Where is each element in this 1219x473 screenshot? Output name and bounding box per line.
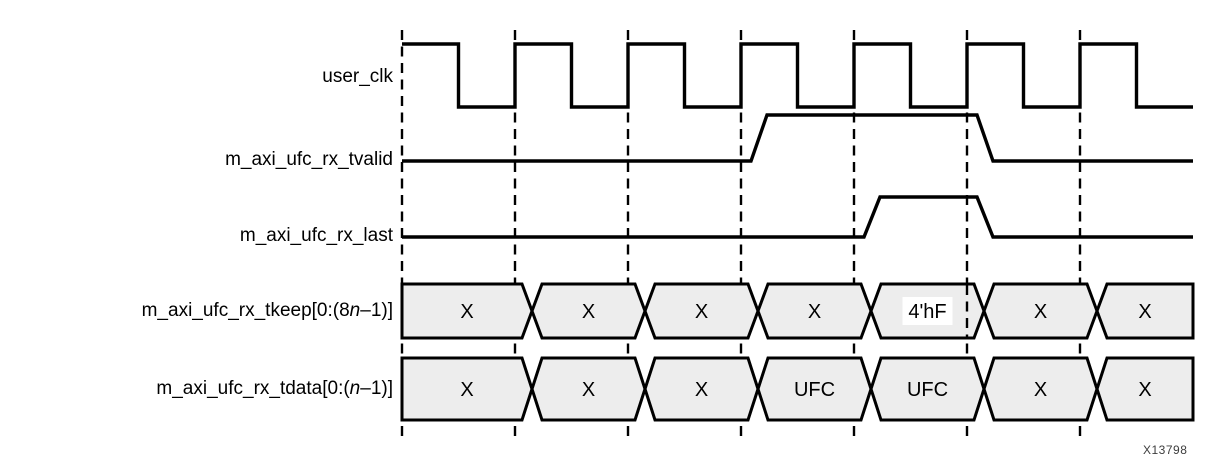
bus-cell-value: UFC — [794, 379, 835, 401]
signal-label-m-axi-ufc-rx-tkeep: m_axi_ufc_rx_tkeep[0:(8n–1)] — [142, 299, 393, 323]
bus-segment — [1095, 356, 1195, 422]
figure-number: X13798 — [1143, 443, 1188, 457]
label-text: m_axi_ufc_rx_tdata[0:( — [156, 378, 350, 399]
bus-cell-value: X — [808, 301, 821, 323]
label-italic: n — [349, 300, 361, 321]
bus-cell-value: X — [460, 301, 473, 323]
label-text: user_clk — [322, 66, 393, 87]
label-italic: n — [349, 378, 361, 399]
label-text: m_axi_ufc_rx_tvalid — [225, 149, 393, 170]
bus-cell-value: X — [695, 301, 708, 323]
signal-label-m-axi-ufc-rx-tvalid: m_axi_ufc_rx_tvalid — [225, 148, 393, 172]
signal-label-m-axi-ufc-rx-tdata: m_axi_ufc_rx_tdata[0:(n–1)] — [156, 377, 393, 401]
signal-waveform-m_axi_ufc_rx_last — [402, 195, 1193, 239]
label-text: m_axi_ufc_rx_tkeep[0:(8 — [141, 300, 350, 321]
bus-cell-value: X — [1034, 379, 1047, 401]
signal-label-m-axi-ufc-rx-last: m_axi_ufc_rx_last — [240, 224, 393, 248]
bus-cell-value: X — [1138, 301, 1151, 323]
bus-cell-value: X — [582, 301, 595, 323]
bus-cell-value: 4'hF — [908, 301, 946, 323]
signal-waveform-m_axi_ufc_rx_tvalid — [402, 113, 1193, 163]
clock-waveform — [402, 42, 1193, 109]
signal-label-user-clk: user_clk — [322, 65, 393, 89]
bus-segment — [400, 356, 534, 422]
bus-segment — [400, 282, 534, 340]
label-text: –1)] — [360, 378, 393, 399]
bus-cell-value: UFC — [907, 379, 948, 401]
bus-cell-value: X — [695, 379, 708, 401]
bus-cell-value: X — [1034, 301, 1047, 323]
label-text: m_axi_ufc_rx_last — [239, 225, 393, 246]
bus-cell-value: X — [1138, 379, 1151, 401]
bus-cell-value: X — [460, 379, 473, 401]
label-text: –1)] — [360, 300, 393, 321]
bus-cell-value: X — [582, 379, 595, 401]
label-mask — [902, 297, 953, 325]
bus-segment — [1095, 282, 1195, 340]
